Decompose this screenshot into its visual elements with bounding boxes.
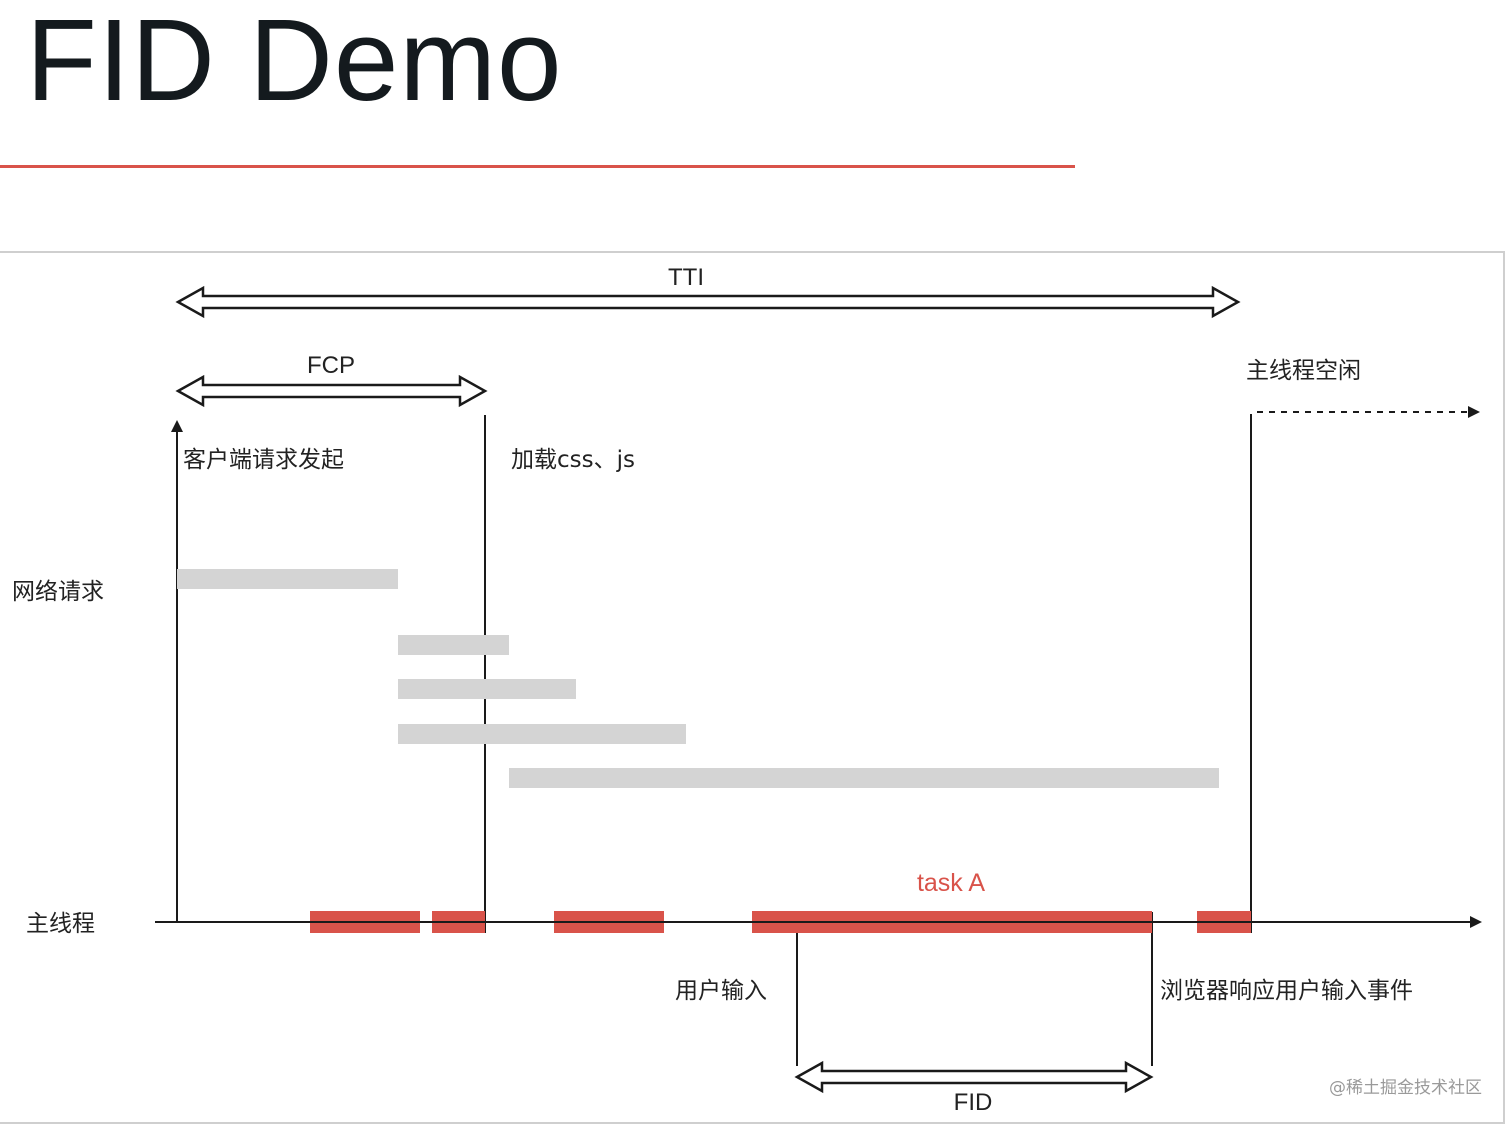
- slide-title: FID Demo: [26, 0, 563, 125]
- network-request-bar: [509, 768, 1219, 788]
- browser-response-label: 浏览器响应用户输入事件: [1160, 978, 1413, 1004]
- diagram-frame: [0, 251, 1505, 1124]
- network-request-bar: [398, 724, 686, 744]
- task-a-label: task A: [917, 869, 985, 897]
- fid-label: FID: [954, 1089, 993, 1116]
- fcp-double-arrow: [175, 374, 488, 408]
- tti-label: TTI: [668, 264, 704, 291]
- main-thread-label: 主线程: [26, 911, 95, 937]
- watermark: @稀土掘金技术社区: [1329, 1078, 1482, 1098]
- fid-double-arrow: [794, 1060, 1154, 1094]
- main-thread-idle-label: 主线程空闲: [1246, 358, 1361, 384]
- tti-double-arrow: [175, 285, 1241, 319]
- load-assets-label: 加载css、js: [511, 447, 635, 473]
- fcp-label: FCP: [307, 352, 355, 379]
- network-request-bar: [398, 679, 576, 699]
- title-underline: [0, 165, 1075, 168]
- network-requests-label: 网络请求: [12, 579, 104, 605]
- network-request-bar: [398, 635, 509, 655]
- user-input-label: 用户输入: [675, 978, 767, 1004]
- network-request-bar: [177, 569, 398, 589]
- client-request-label: 客户端请求发起: [183, 447, 344, 473]
